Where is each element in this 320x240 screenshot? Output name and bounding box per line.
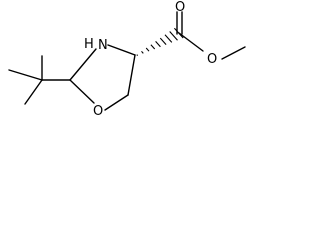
oxazolidine-ring	[69, 44, 136, 111]
bond-ester-oxygen-to-methyl	[221, 46, 246, 60]
bond-quaternary-carbon-to-methyl-left	[8, 69, 43, 81]
wedge-hash-3	[145, 47, 150, 52]
wedge-hash-6	[159, 37, 167, 45]
ring-nitrogen-hydrogen-label: H	[84, 37, 94, 52]
ring-nitrogen-label: N	[98, 38, 108, 53]
ester-oxygen-label: O	[207, 52, 217, 67]
bond-c4-to-c5	[127, 54, 136, 96]
carbonyl-oxygen-label: O	[175, 0, 185, 15]
stereo-hashed-wedge	[136, 27, 184, 56]
structure-canvas: N H O O O	[8, 0, 246, 119]
bond-o1-to-c2	[69, 79, 95, 104]
tert-butyl-group	[8, 55, 71, 105]
bond-c5-to-o1	[104, 94, 129, 111]
wedge-hash-1	[136, 54, 139, 56]
wedge-hash-4	[150, 44, 156, 50]
wedge-hash-2	[141, 50, 144, 54]
bond-c2-to-n3	[69, 48, 97, 81]
wedge-hash-7	[164, 34, 173, 43]
wedge-hash-8	[169, 31, 178, 41]
bond-carbonyl-carbon-to-ester-oxygen	[178, 32, 204, 52]
wedge-hash-5	[155, 41, 161, 48]
methyl-ester-group	[176, 11, 246, 60]
bond-n3-to-c4	[107, 44, 136, 56]
bond-quaternary-carbon-to-methyl-bottom	[24, 79, 43, 105]
ring-oxygen-label: O	[93, 104, 103, 119]
